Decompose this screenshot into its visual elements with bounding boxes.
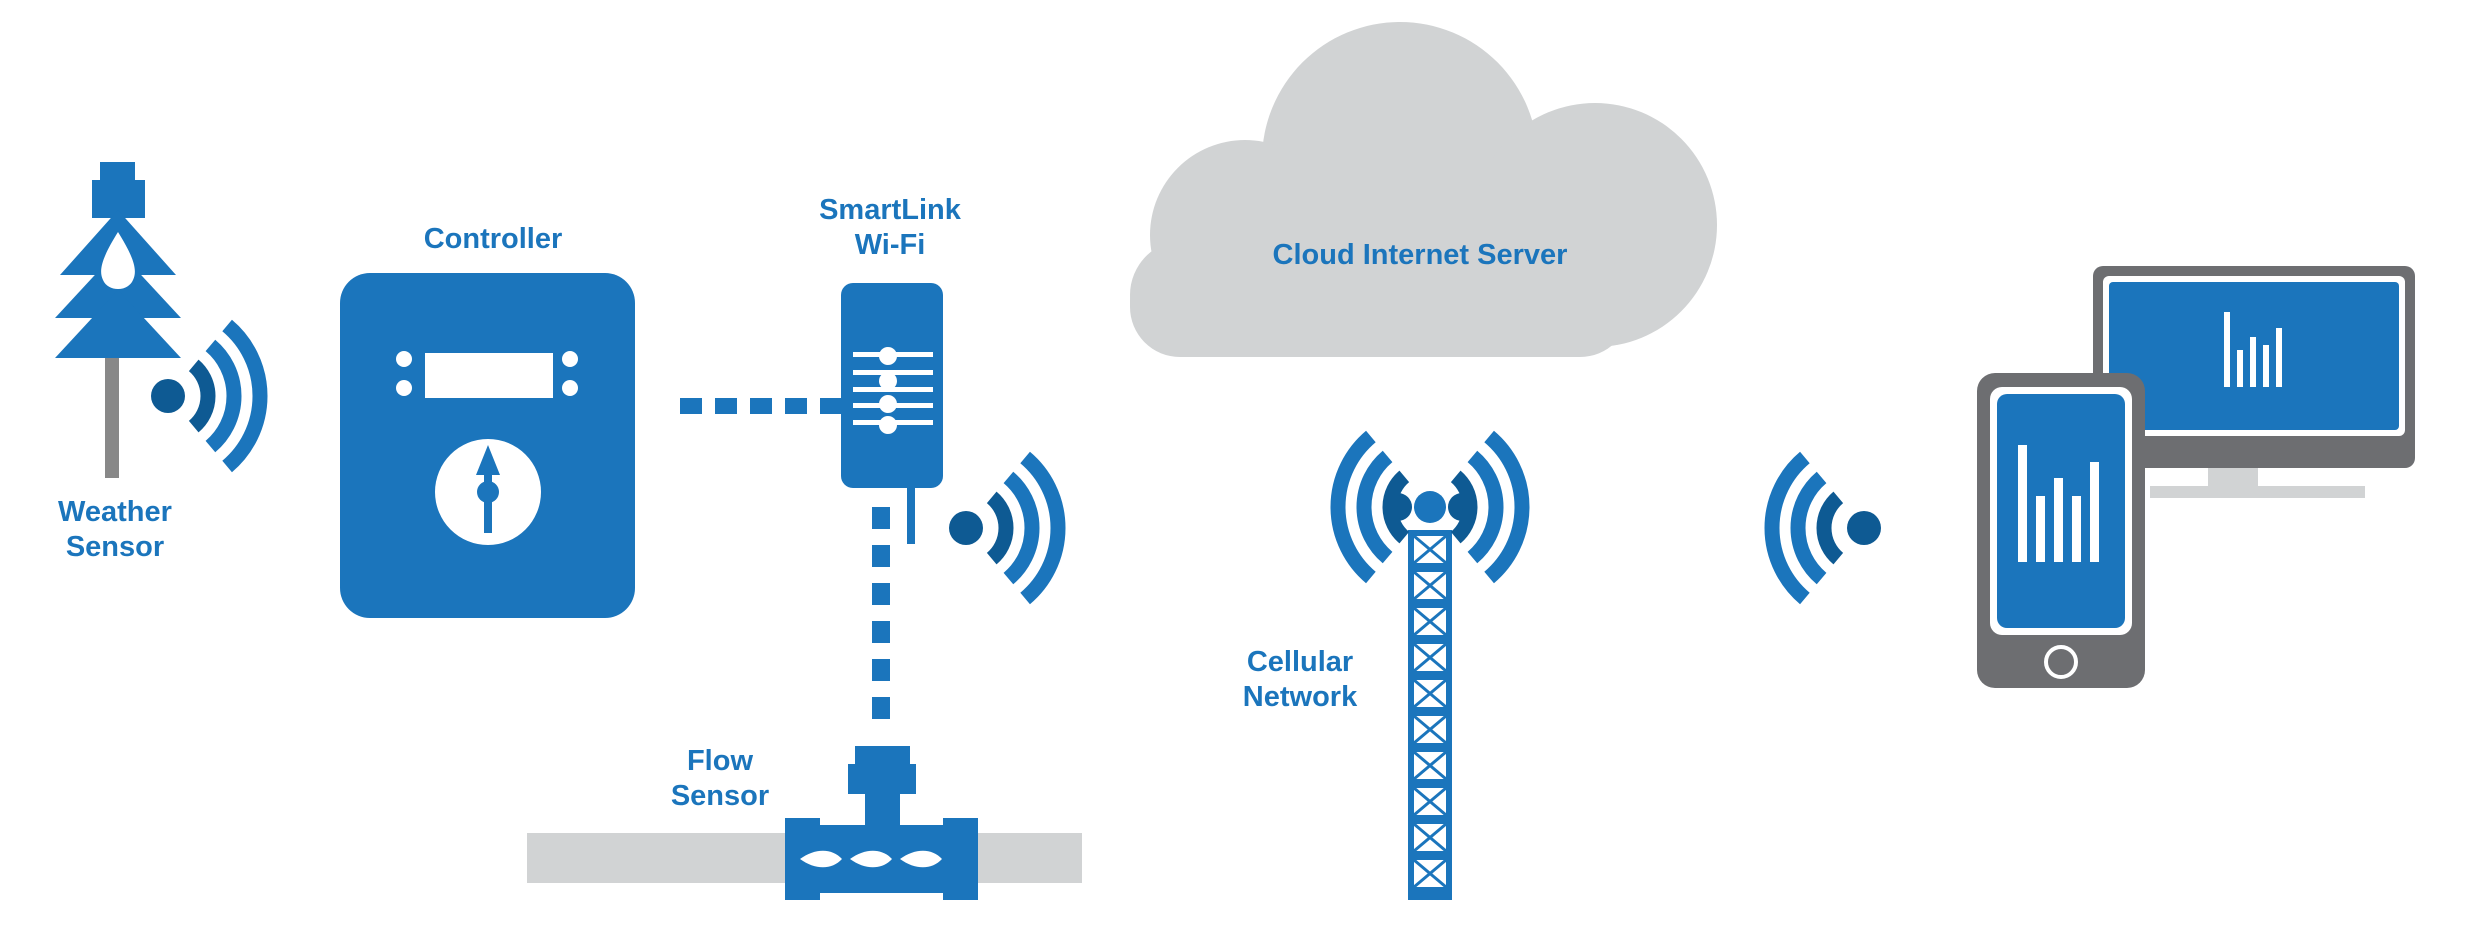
controller-label-text: Controller (423, 223, 563, 255)
weather-wifi-signal-icon (151, 319, 268, 473)
weather-sensor-label: Weather Sensor (30, 495, 200, 565)
controller-icon (340, 273, 635, 618)
flow-sensor-label-line2: Sensor (670, 780, 770, 812)
cell-tower-icon (1395, 491, 1465, 900)
controller-label: Controller (393, 222, 593, 257)
cellular-label: Cellular Network (1210, 645, 1390, 715)
cellular-label-line1: Cellular (1246, 646, 1354, 678)
smartlink-label: SmartLink Wi-Fi (790, 193, 990, 263)
controller-link-dotted-line (680, 398, 842, 414)
tower-left-signal-icon (1330, 430, 1410, 584)
smartlink-wifi-signal-icon (949, 451, 1066, 605)
cloud-icon (1130, 22, 1717, 357)
cellular-label-line2: Network (1242, 681, 1358, 713)
flow-sensor-label-line1: Flow (686, 745, 754, 777)
smartlink-wifi-icon (841, 283, 943, 544)
flow-sensor-icon (527, 746, 1082, 900)
flow-sensor-label: Flow Sensor (630, 744, 810, 814)
smartlink-label-line1: SmartLink (819, 194, 961, 226)
tower-right-signal-icon (1450, 430, 1530, 584)
cloud-label-text: Cloud Internet Server (1272, 239, 1568, 271)
weather-sensor-icon (55, 162, 181, 478)
monitor-icon (2093, 266, 2415, 498)
cloud-label: Cloud Internet Server (1220, 238, 1620, 273)
phone-wifi-signal-icon (1764, 451, 1881, 605)
smartphone-icon (1977, 373, 2145, 688)
smartlink-label-line2: Wi-Fi (854, 229, 926, 261)
weather-sensor-label-line1: Weather (58, 496, 172, 528)
weather-sensor-label-line2: Sensor (65, 531, 165, 563)
flow-link-dotted-line (872, 507, 890, 719)
